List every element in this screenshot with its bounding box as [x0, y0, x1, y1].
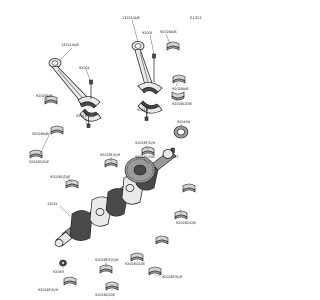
- leader-lines: [39, 19, 183, 291]
- rod-bearing-shell: [171, 91, 185, 101]
- lower-bearing-shell: [105, 281, 119, 291]
- label-bearing-left-top: 92028A/B: [36, 94, 53, 98]
- rod-bearing-shell: [50, 125, 64, 135]
- crankshaft: [54, 149, 177, 247]
- lower-bearing-shell: [155, 235, 169, 245]
- label-rod-right: 13251/A/B: [122, 16, 140, 20]
- label-crankshaft: 13031: [47, 202, 58, 206]
- lower-bearing-shell: [63, 276, 77, 286]
- connecting-rod-right: [131, 41, 163, 95]
- connecting-rod-left: [48, 58, 101, 109]
- label-nut-right: 92001: [142, 31, 153, 35]
- label-bottom-2: 92028F/G/H: [38, 288, 59, 292]
- rod-bearing-shell: [166, 41, 180, 51]
- rod-bearing-shell: [172, 74, 186, 84]
- label-bottom-5: 92028C/D/E: [176, 221, 196, 225]
- label-bearing-right-top2: 92028A/B: [172, 87, 189, 91]
- label-bottom-4: 92028C/D/E: [95, 293, 115, 297]
- label-crank-bearing-left: 92028C/D/E: [29, 160, 49, 164]
- main-bearing-shell: [29, 149, 43, 159]
- main-bearing-shell: [141, 146, 155, 156]
- main-bearing-shell: [104, 158, 118, 168]
- label-bottom-right: 92028F/G/H: [162, 275, 183, 279]
- rod-bearing-shell: [44, 95, 58, 105]
- label-rod-left: 13251/A/B: [61, 43, 79, 47]
- label-bottom-1: 92028C/D/E: [50, 175, 70, 179]
- label-bolt-bottom: 92049: [53, 270, 64, 274]
- main-bearing-shell: [65, 179, 79, 189]
- rod-bolt-left: [86, 116, 91, 128]
- label-bearing-right-top1: 92028A/B: [160, 30, 177, 34]
- crank-bolt: [59, 259, 67, 267]
- lower-bearing-shell: [130, 252, 144, 262]
- label-bottom-3: 92028E/F/G/H: [95, 258, 119, 262]
- label-crank-bearing-top: 92028F/G/H: [135, 141, 156, 145]
- label-crank-bearing-top2: 92028C/D/E: [172, 102, 192, 106]
- label-bottom-mid: 92028C/D/E: [125, 262, 145, 266]
- main-bearing-shell: [182, 183, 196, 193]
- rod-cap-right: [137, 100, 163, 114]
- lower-bearing-shell: [148, 266, 162, 276]
- label-pin: 555: [172, 155, 178, 159]
- rod-cap-left: [79, 108, 102, 122]
- rod-bolt-right: [144, 108, 149, 121]
- oil-seal: [173, 125, 189, 139]
- label-crank-bearing-mid: 92028F/G/H: [100, 153, 121, 157]
- lower-bearing-shell: [99, 264, 113, 274]
- rod-nut-right: [152, 53, 156, 82]
- label-nut-left: 92001: [79, 66, 90, 70]
- label-bearing-left-bottom: 92028A/B: [32, 132, 49, 136]
- label-seal: 92049A: [177, 120, 191, 124]
- exploded-parts-diagram: E1321: [29, 15, 203, 297]
- label-bolt-right: 92015: [137, 108, 148, 112]
- figure-id: E1321: [190, 15, 203, 20]
- label-crank-bearing-right: 92028C/D/E: [135, 155, 155, 159]
- part-labels: 13251/A/B 92001 92028A/B 92015 92028A/B …: [29, 16, 196, 297]
- crank-gear: [124, 156, 156, 184]
- label-bolt-left: 92015: [76, 114, 87, 118]
- main-bearing-shell: [174, 210, 188, 220]
- rod-nut-left: [89, 79, 93, 99]
